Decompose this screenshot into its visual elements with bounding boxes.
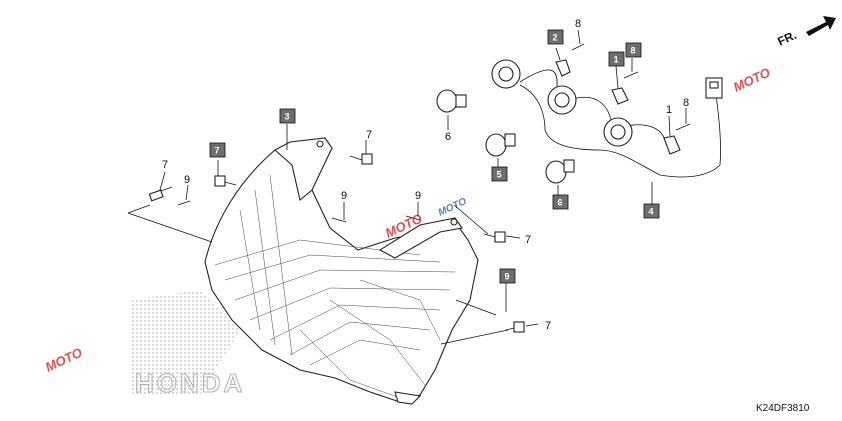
screw-8-c [675,123,691,131]
svg-text:MOTO: MOTO [437,196,469,219]
callout-6-bulb-left: 6 [445,131,451,143]
screw-9-center [331,217,347,223]
screw-9-center-right [405,215,421,221]
front-direction-indicator: FR. [775,16,836,49]
callout-8-a: 8 [575,18,581,30]
screw-8-b [623,71,639,79]
bolt-7-top [349,153,373,165]
diagram-code: K24DF3810 [756,403,810,414]
callout-8-boxed: 8 [631,46,636,56]
bulb-6-right [545,159,575,184]
screw-8-a [571,43,585,51]
headlight-harness [491,59,723,178]
clip-1-upper [611,87,629,105]
callout-9-screw-left: 9 [184,174,190,186]
bulb-5 [485,133,516,157]
svg-text:MOTO: MOTO [731,65,772,95]
callout-6-bulb-boxed: 6 [558,198,563,208]
moto-watermark-3: MOTO [437,196,469,219]
callout-1-clip: 1 [666,104,672,116]
callout-7-lower-right: 7 [545,320,551,332]
bolt-7-left [148,186,173,202]
callout-2-clip: 2 [553,33,558,43]
clip-2 [555,59,571,77]
callout-8-c: 8 [683,97,689,109]
moto-watermark-1: MOTO [43,345,84,375]
callout-7-right: 7 [525,234,531,246]
front-arrow-icon [806,16,836,36]
svg-text:MOTO: MOTO [43,345,84,375]
clip-1-lower [663,135,681,155]
callout-7-bolt-left: 7 [162,159,168,171]
callouts: 7 9 7 3 7 9 9 7 9 7 6 5 6 2 8 1 8 1 8 4 [162,18,689,332]
honda-watermark-text: HONDA [135,368,245,398]
headlight-housing [204,137,479,405]
callout-5-bulb: 5 [497,170,502,180]
front-direction-label: FR. [775,28,798,49]
moto-watermark-4: MOTO [731,65,772,95]
leader-lines [127,29,687,345]
callout-9-center: 9 [341,190,347,202]
callout-4-harness: 4 [649,207,654,217]
bolt-7-right [483,231,506,243]
screw-9-left [177,200,191,206]
bolt-7-lower-right [505,321,525,333]
callout-9-center-right: 9 [415,190,421,202]
callout-7-boxed: 7 [215,146,220,156]
callout-7-top: 7 [366,129,372,141]
callout-1-clip-boxed: 1 [614,55,619,65]
callout-3-bracket: 3 [285,112,290,122]
honda-watermark: HONDA [130,290,245,399]
bulb-6-left [436,89,467,113]
bolt-7-upper-left [214,175,237,187]
callout-9-boxed: 9 [505,272,510,282]
